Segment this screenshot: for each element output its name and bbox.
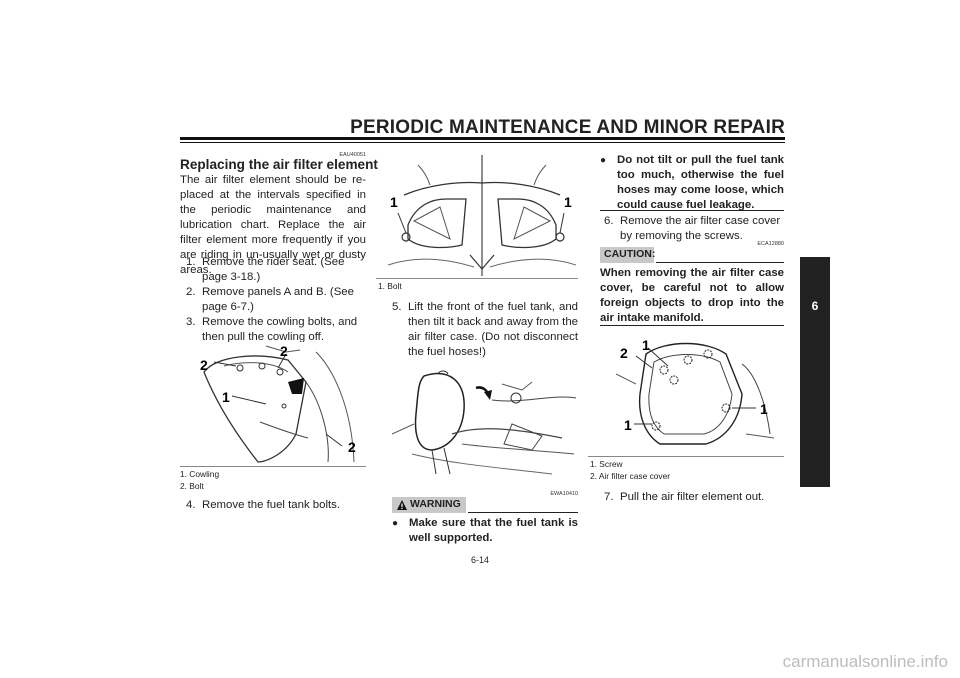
callout-2c: 2 — [348, 439, 356, 455]
step-3: 3. Remove the cowling bolts, and then pul… — [186, 315, 366, 345]
caption-case-cover: 2. Air filter case cover — [590, 471, 671, 481]
section-code: EAU40051 — [339, 152, 366, 158]
warning-label: WARNING — [410, 498, 461, 510]
step-2-num: 2. — [186, 286, 196, 298]
warning-bullet-2-text: Do not tilt or pull the fuel tank too mu… — [617, 154, 784, 211]
caption-screw: 1. Screw — [590, 459, 623, 469]
caution-rule — [656, 262, 784, 263]
header-rule — [180, 137, 785, 140]
step-4-text: Remove the fuel tank bolts. — [202, 499, 341, 511]
callout-2a: 2 — [200, 357, 208, 373]
step-5-num: 5. — [392, 301, 402, 313]
caution-badge: CAUTION: — [600, 247, 656, 263]
step-4: 4. Remove the fuel tank bolts. — [186, 498, 366, 513]
warning-triangle-icon — [397, 500, 407, 510]
chapter-tab: 6 — [800, 257, 830, 487]
cowling-figure: 2 2 1 2 — [196, 342, 360, 464]
bullet-icon-2: ● — [600, 155, 607, 166]
caption-1: 1. Cowling — [180, 469, 220, 479]
warning-bullet-2: ● Do not tilt or pull the fuel tank too … — [600, 153, 784, 213]
intro-paragraph: The air filter element should be re-plac… — [180, 174, 366, 276]
warning-end-rule — [600, 210, 784, 211]
figure-rule — [180, 466, 366, 467]
warning-bullet-1: ● Make sure that the fuel tank is well s… — [392, 516, 578, 546]
caution-text: When removing the air filter case cover,… — [600, 267, 784, 324]
bullet-icon: ● — [392, 518, 399, 529]
step-6: 6. Remove the air filter case cover by re… — [604, 214, 784, 244]
air-filter-case-figure: 2 1 1 1 — [616, 334, 776, 454]
section-title: Replacing the air filter element — [180, 157, 378, 172]
step-1-text: Remove the rider seat. (See page 3-18.) — [202, 256, 345, 283]
callout-1a: 1 — [390, 194, 398, 210]
step-2-text: Remove panels A and B. (See page 6-7.) — [202, 286, 354, 313]
fuel-tank-bolts-figure: 1 1 — [388, 155, 576, 276]
header-rule-thin — [180, 142, 785, 143]
fuel-tank-lift-figure — [392, 364, 580, 478]
step-1: 1. Remove the rider seat. (See page 3-18.… — [186, 255, 366, 285]
caution-label: CAUTION: — [604, 248, 656, 260]
step-5-text: Lift the front of the fuel tank, and the… — [408, 301, 578, 358]
caution-end-rule — [600, 325, 784, 326]
figure-rule-right — [588, 456, 784, 457]
step-7: 7. Pull the air filter element out. — [604, 490, 784, 505]
figure-rule-middle — [376, 278, 578, 279]
callout-1b: 1 — [564, 194, 572, 210]
caption-bolt: 1. Bolt — [378, 281, 402, 291]
warning-rule — [468, 512, 578, 513]
step-7-text: Pull the air filter element out. — [620, 491, 765, 503]
callout-2b: 2 — [280, 343, 288, 359]
step-1-num: 1. — [186, 256, 196, 268]
step-3-num: 3. — [186, 316, 196, 328]
caution-code: ECA12880 — [757, 241, 784, 247]
callout-1-right: 1 — [760, 401, 768, 417]
callout-1: 1 — [222, 389, 230, 405]
watermark: carmanualsonline.info — [782, 652, 948, 671]
chapter-number: 6 — [811, 299, 819, 313]
step-7-num: 7. — [604, 491, 614, 503]
callout-1-left: 1 — [624, 417, 632, 433]
step-2: 2. Remove panels A and B. (See page 6-7.) — [186, 285, 366, 315]
page-header-title: PERIODIC MAINTENANCE AND MINOR REPAIR — [350, 117, 785, 138]
caption-2: 2. Bolt — [180, 481, 204, 491]
step-6-text: Remove the air filter case cover by remo… — [620, 215, 781, 242]
step-4-num: 4. — [186, 499, 196, 511]
step-3-text: Remove the cowling bolts, and then pull … — [202, 316, 358, 343]
step-6-num: 6. — [604, 215, 614, 227]
step-5: 5. Lift the front of the fuel tank, and t… — [392, 300, 578, 360]
warning-badge: WARNING — [392, 497, 466, 513]
callout-1-top: 1 — [642, 337, 650, 353]
callout-2: 2 — [620, 345, 628, 361]
page-number: 6-14 — [470, 555, 489, 565]
warning-code: EWA10410 — [550, 491, 578, 497]
warning-bullet-1-text: Make sure that the fuel tank is well sup… — [409, 517, 578, 544]
